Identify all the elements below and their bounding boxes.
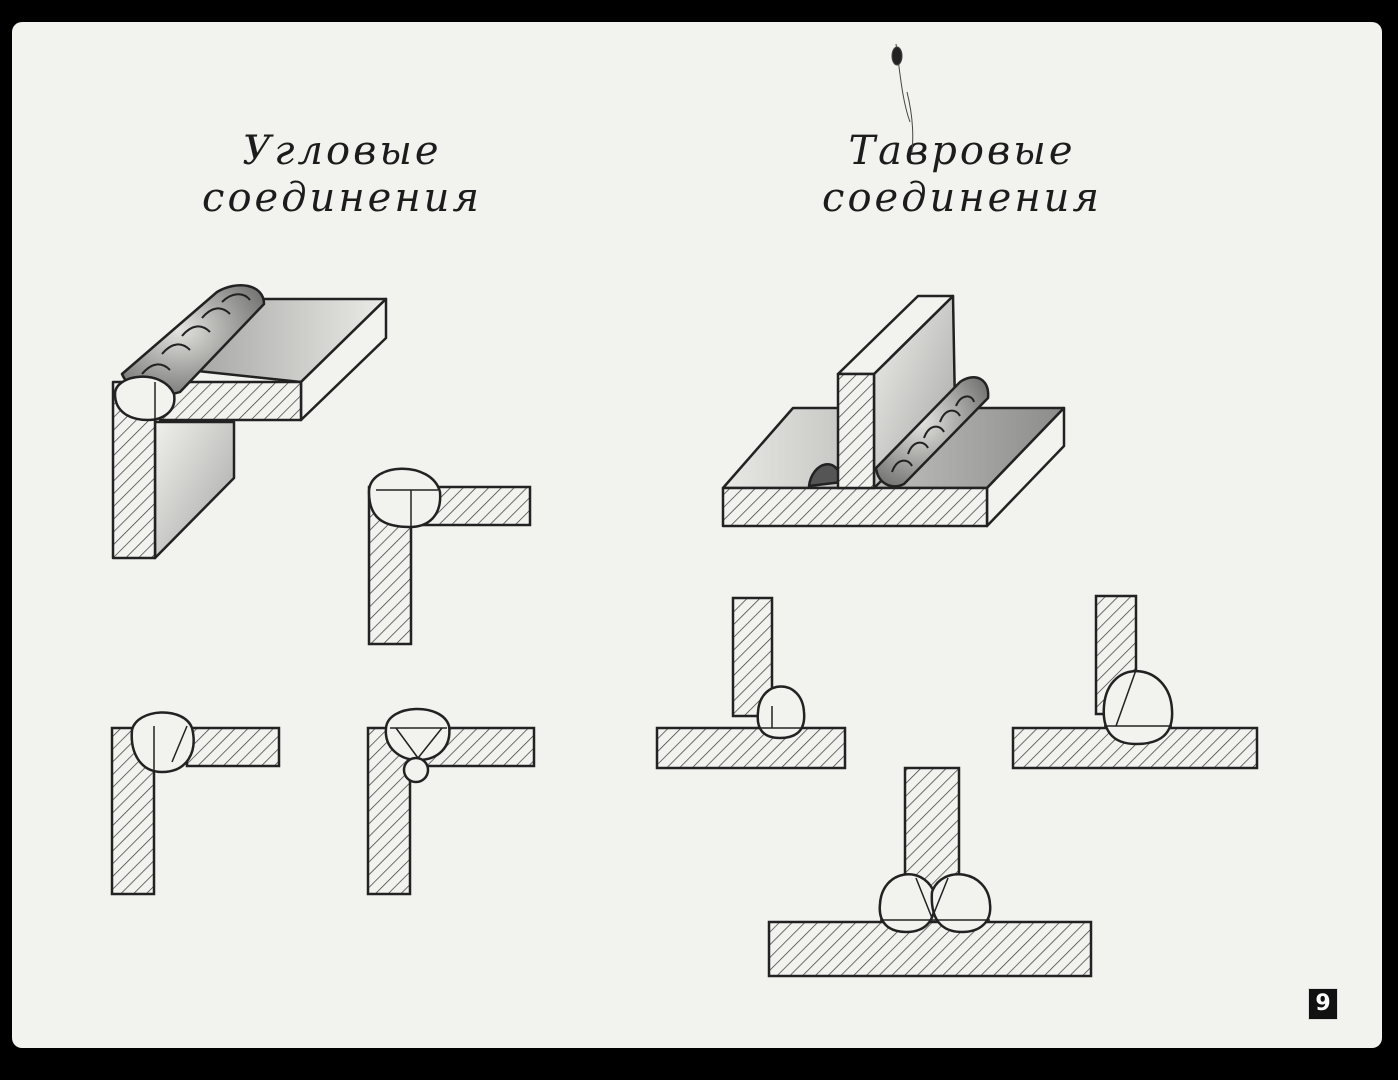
weld-section bbox=[113, 375, 176, 422]
base-plate bbox=[767, 920, 1093, 978]
backing-weld bbox=[402, 756, 430, 784]
base-plate-section bbox=[721, 486, 989, 528]
tee-joint-section-large bbox=[1011, 594, 1259, 770]
corner-joints-title: Угловые соединения bbox=[172, 128, 512, 222]
weld-section bbox=[367, 467, 442, 529]
weld-section bbox=[1102, 669, 1174, 746]
tee-joint-section-small bbox=[655, 596, 847, 770]
corner-joint-section-backing bbox=[366, 707, 536, 896]
tee-joints-title-line2: соединения bbox=[822, 175, 1102, 221]
corner-joint-section-double bbox=[110, 711, 281, 896]
page-number: 9 bbox=[1308, 988, 1338, 1020]
base-plate bbox=[655, 726, 847, 770]
tee-joints-title: Тавровые соединения bbox=[792, 128, 1132, 222]
tee-joint-section-double bbox=[767, 766, 1093, 978]
weld-joints-diagram bbox=[110, 43, 1259, 978]
tee-joints-title-line1: Тавровые bbox=[848, 128, 1076, 174]
right-weld-section bbox=[930, 873, 992, 934]
rib-section bbox=[836, 372, 876, 490]
film-scratches bbox=[891, 43, 914, 153]
slide: Угловые соединения Тавровые соединения bbox=[12, 22, 1382, 1048]
right-weld-bead bbox=[874, 376, 990, 488]
corner-joints-title-line1: Угловые bbox=[242, 128, 442, 174]
horizontal-plate bbox=[185, 726, 281, 768]
tee-joint-3d bbox=[721, 294, 1066, 528]
weld-section bbox=[130, 711, 195, 774]
weld-section bbox=[756, 685, 806, 740]
corner-joints-title-line2: соединения bbox=[202, 175, 482, 221]
corner-joint-section-single bbox=[367, 467, 532, 646]
vertical-plate-face bbox=[153, 420, 236, 560]
corner-joint-3d bbox=[111, 284, 388, 560]
weld-section bbox=[384, 707, 451, 762]
